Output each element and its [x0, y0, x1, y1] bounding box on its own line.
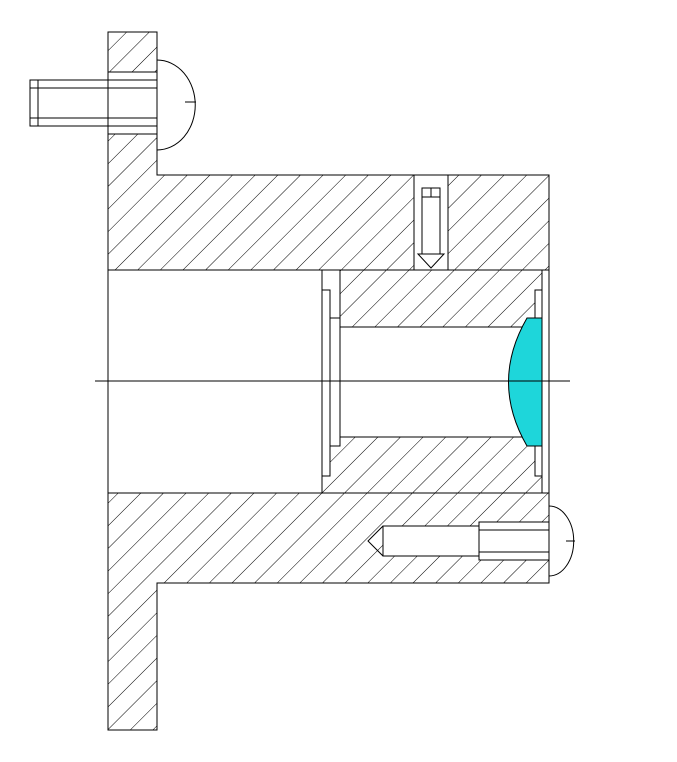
retaining-washer	[329, 317, 341, 447]
set-screw-tip	[416, 253, 446, 269]
top-screw-shank	[29, 79, 158, 127]
bottom-screw-tip	[367, 525, 384, 557]
retaining-ring	[321, 289, 331, 477]
set-screw-body	[421, 187, 441, 255]
top-screw-head	[156, 59, 196, 151]
flange-outline	[107, 31, 550, 731]
lens-element	[508, 317, 543, 447]
bottom-screw-body	[478, 521, 550, 561]
